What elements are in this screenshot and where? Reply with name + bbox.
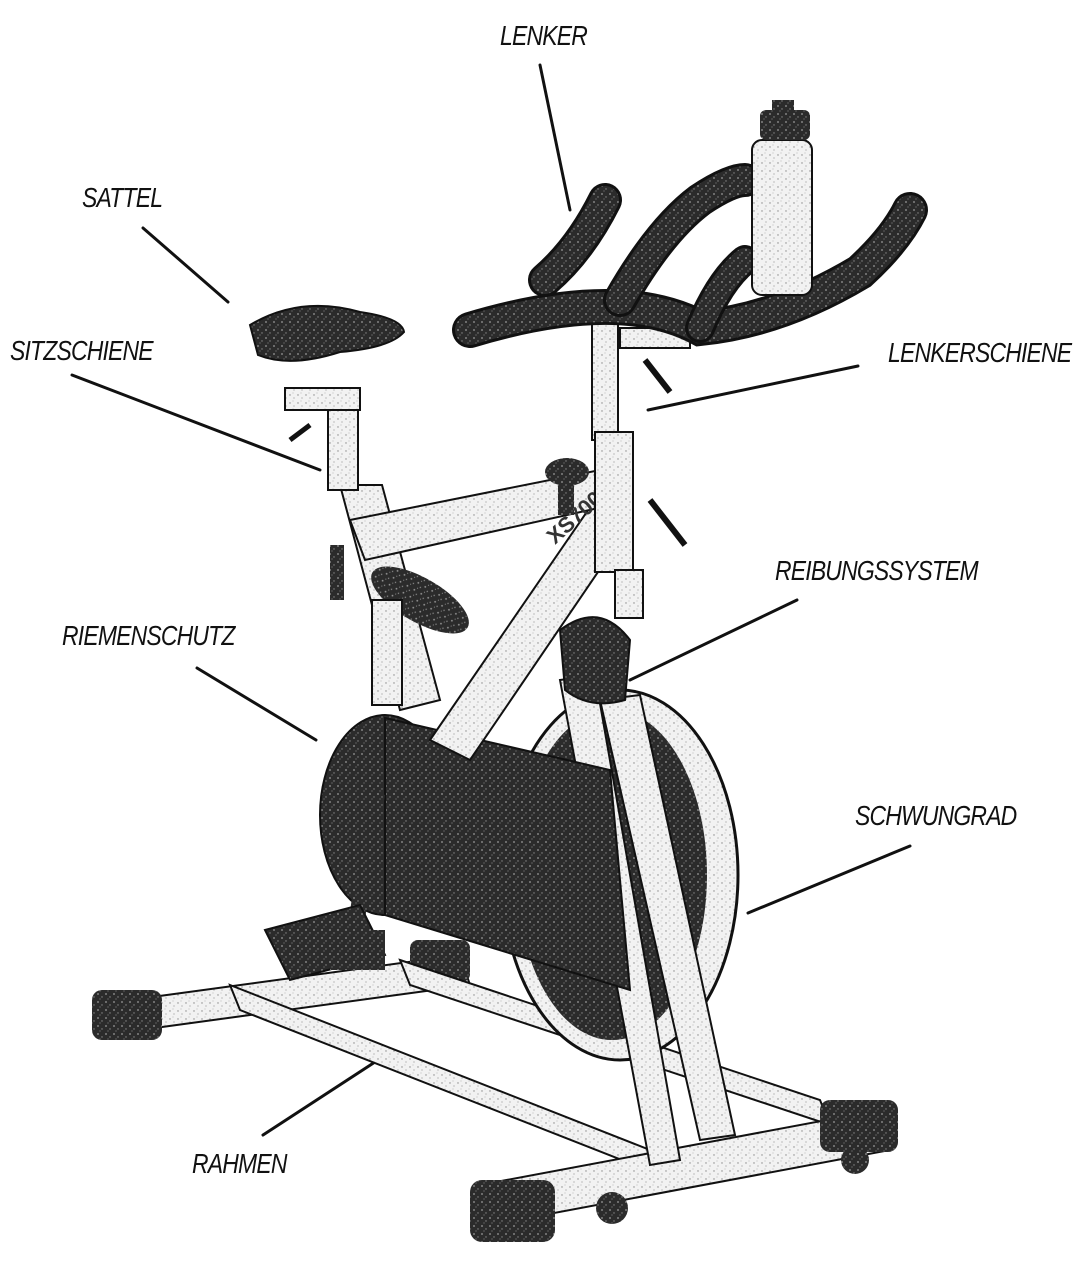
resistance-knob xyxy=(545,458,589,486)
label-rahmen: RAHMEN xyxy=(192,1148,287,1179)
leader-line-riemenschutz xyxy=(195,666,318,742)
front-foot-right xyxy=(820,1100,898,1152)
leader-line-sattel xyxy=(141,226,230,304)
leader-line-lenkerschiene xyxy=(646,364,860,412)
leader-lines xyxy=(70,63,912,1137)
seat-slider xyxy=(284,387,361,411)
pedal-cage xyxy=(330,930,385,970)
transport-wheel-right xyxy=(841,1146,869,1174)
leader-line-lenker xyxy=(538,63,572,212)
main-frame: XS700 xyxy=(338,468,632,762)
leader-line-reibungssystem xyxy=(628,598,799,682)
label-riemenschutz: RIEMENSCHUTZ xyxy=(62,620,235,651)
label-sattel: SATTEL xyxy=(82,182,163,213)
front-foot-left xyxy=(470,1180,555,1242)
label-lenkerschiene: LENKERSCHIENE xyxy=(888,337,1072,368)
handlebar-knob xyxy=(642,358,673,394)
transport-wheel-left xyxy=(596,1192,628,1224)
rear-foot-left xyxy=(92,990,162,1040)
seat-knob xyxy=(288,423,312,442)
head-tube-lower xyxy=(614,569,644,619)
label-lenker: LENKER xyxy=(500,20,588,51)
label-reibungssystem: REIBUNGSSYSTEM xyxy=(775,555,979,586)
handlebar-post xyxy=(591,319,619,441)
seat-assembly xyxy=(248,304,406,706)
head-tube xyxy=(594,431,634,573)
frame-cutout xyxy=(371,566,469,634)
leader-line-schwungrad xyxy=(746,844,912,915)
pedal-assembly xyxy=(263,790,387,982)
label-schwungrad: SCHWUNGRAD xyxy=(855,800,1017,831)
friction-system xyxy=(558,616,632,705)
water-bottle xyxy=(751,100,813,296)
belt-guard xyxy=(319,714,632,992)
handlebars xyxy=(452,163,928,348)
leader-line-rahmen xyxy=(261,1060,377,1137)
head-knob xyxy=(647,498,688,547)
label-sitzschiene: SITZSCHIENE xyxy=(10,335,154,366)
saddle xyxy=(248,304,406,362)
base-frame xyxy=(92,940,898,1242)
leader-line-sitzschiene xyxy=(70,373,322,472)
